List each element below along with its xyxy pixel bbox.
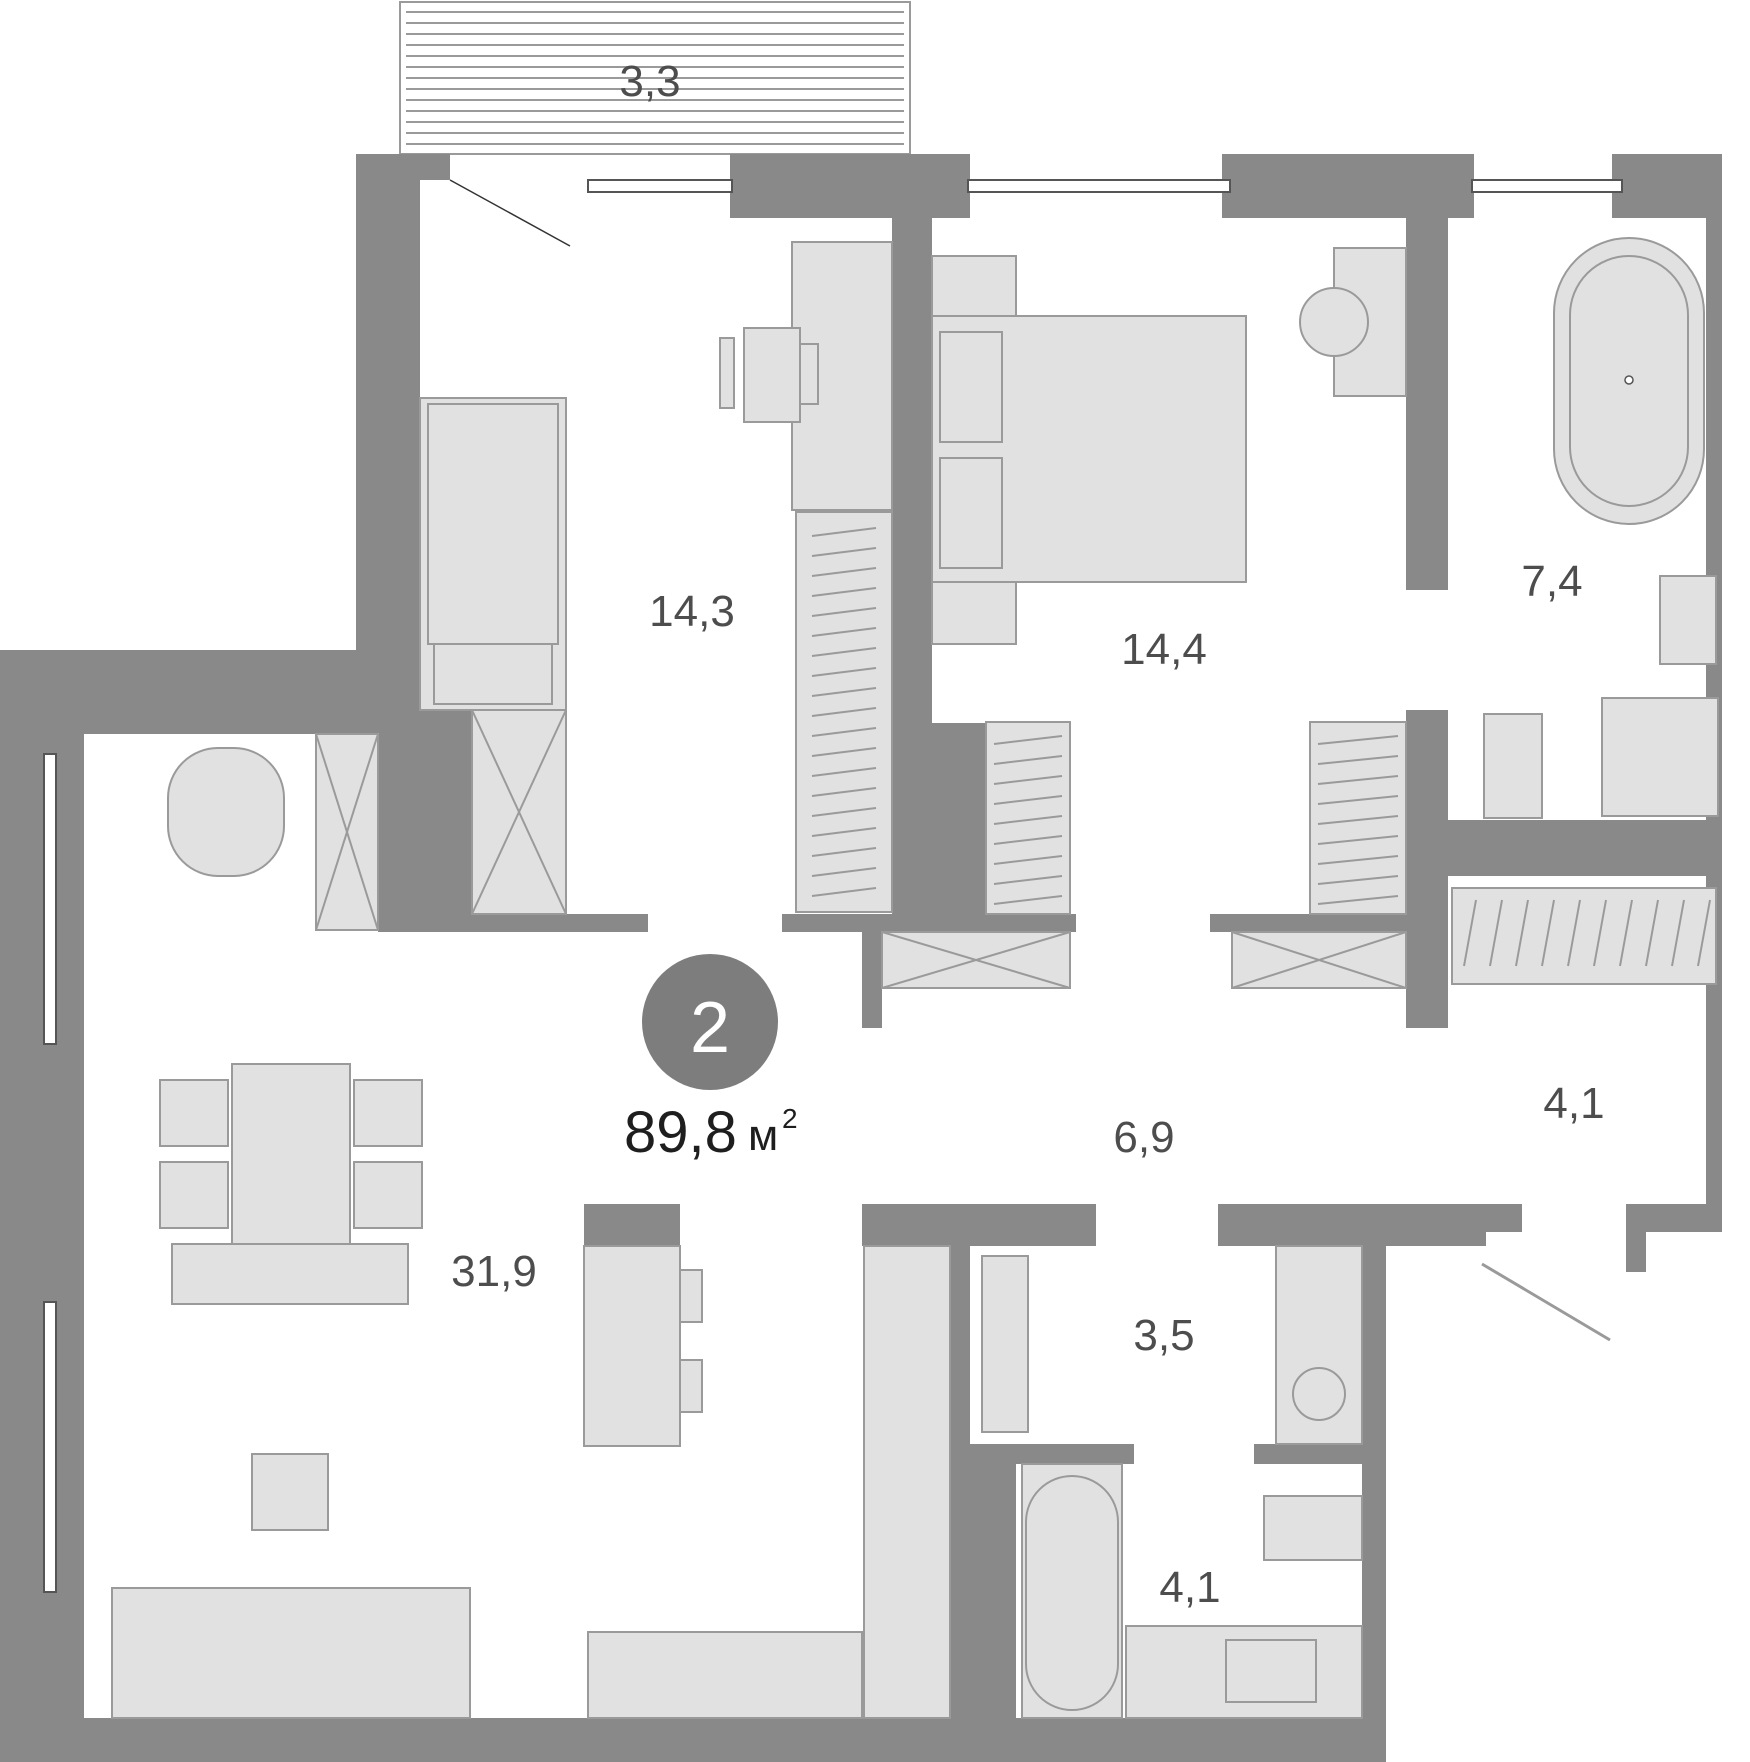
room-area-balcony: 3,3 bbox=[619, 57, 680, 106]
small-bath-furniture bbox=[1021, 1245, 1363, 1719]
room-area-bathroom-main: 7,4 bbox=[1521, 557, 1582, 606]
room-labels: 3,3 14,3 14,4 7,4 31,9 6,9 4,1 3,5 4,1 bbox=[451, 57, 1604, 1612]
bathroom-main-furniture bbox=[1451, 237, 1719, 985]
bedroom-small-furniture bbox=[419, 241, 893, 913]
room-area-bedroom-main: 14,4 bbox=[1121, 625, 1207, 674]
room-count-badge: 2 bbox=[642, 954, 778, 1090]
room-area-bedroom-small: 14,3 bbox=[649, 587, 735, 636]
total-area: 89,8 м 2 bbox=[624, 1100, 798, 1165]
room-area-bathroom-small: 4,1 bbox=[1159, 1563, 1220, 1612]
total-area-unit: м bbox=[748, 1111, 778, 1160]
total-area-unit-power: 2 bbox=[782, 1103, 798, 1134]
room-area-hall: 6,9 bbox=[1113, 1113, 1174, 1162]
bedroom-main-furniture bbox=[931, 247, 1407, 915]
doors bbox=[449, 179, 1611, 1342]
walls bbox=[0, 154, 1722, 1762]
hall-wardrobe bbox=[881, 721, 1407, 989]
room-area-living-kitchen: 31,9 bbox=[451, 1247, 537, 1296]
total-area-value: 89,8 bbox=[624, 1100, 737, 1165]
windows bbox=[43, 179, 1623, 1593]
balcony bbox=[399, 1, 911, 155]
room-area-entrance: 4,1 bbox=[1543, 1079, 1604, 1128]
room-count: 2 bbox=[690, 988, 730, 1068]
room-area-laundry-corridor: 3,5 bbox=[1133, 1311, 1194, 1360]
living-furniture bbox=[111, 709, 1029, 1719]
